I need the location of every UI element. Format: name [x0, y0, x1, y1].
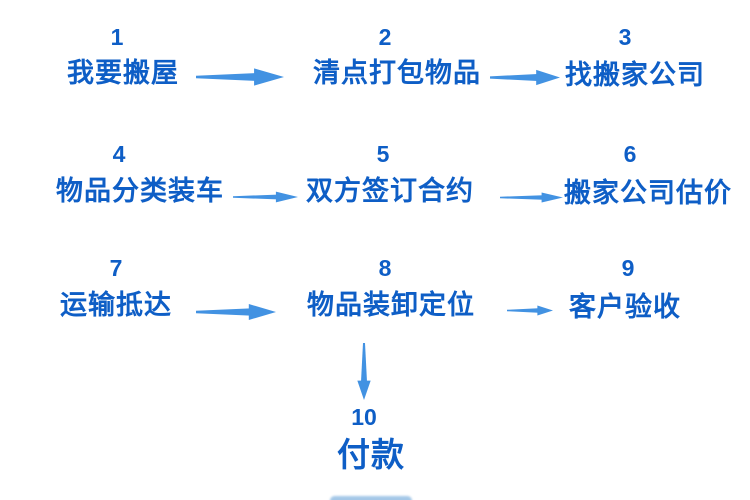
step-label-10: 付款	[337, 436, 405, 473]
arrow-right-icon	[196, 64, 284, 90]
step-number-3: 3	[618, 24, 632, 50]
arrow-right-icon	[490, 66, 560, 89]
step-label-8: 物品装卸定位	[307, 290, 475, 320]
step-number-2: 2	[378, 24, 392, 50]
arrow-right-icon	[500, 190, 563, 205]
step-label-2: 清点打包物品	[313, 58, 481, 88]
arrow-right-icon	[196, 300, 276, 324]
cutoff-partial-element	[330, 496, 412, 500]
step-label-7: 运输抵达	[60, 290, 172, 320]
arrow-down-icon	[354, 343, 374, 400]
step-label-1: 我要搬屋	[67, 58, 179, 88]
step-label-9: 客户验收	[569, 292, 681, 322]
step-number-1: 1	[110, 24, 124, 50]
step-number-5: 5	[376, 141, 390, 167]
step-label-3: 找搬家公司	[565, 60, 705, 90]
step-label-5: 双方签订合约	[306, 176, 474, 206]
step-number-7: 7	[109, 255, 123, 281]
arrow-right-icon	[233, 189, 298, 205]
step-number-9: 9	[621, 255, 635, 281]
step-number-4: 4	[112, 141, 126, 167]
step-number-8: 8	[378, 255, 392, 281]
step-number-6: 6	[623, 141, 637, 167]
step-number-10: 10	[351, 404, 377, 430]
step-label-6: 搬家公司估价	[564, 178, 732, 208]
arrow-right-icon	[507, 303, 553, 318]
step-label-4: 物品分类装车	[56, 176, 224, 206]
